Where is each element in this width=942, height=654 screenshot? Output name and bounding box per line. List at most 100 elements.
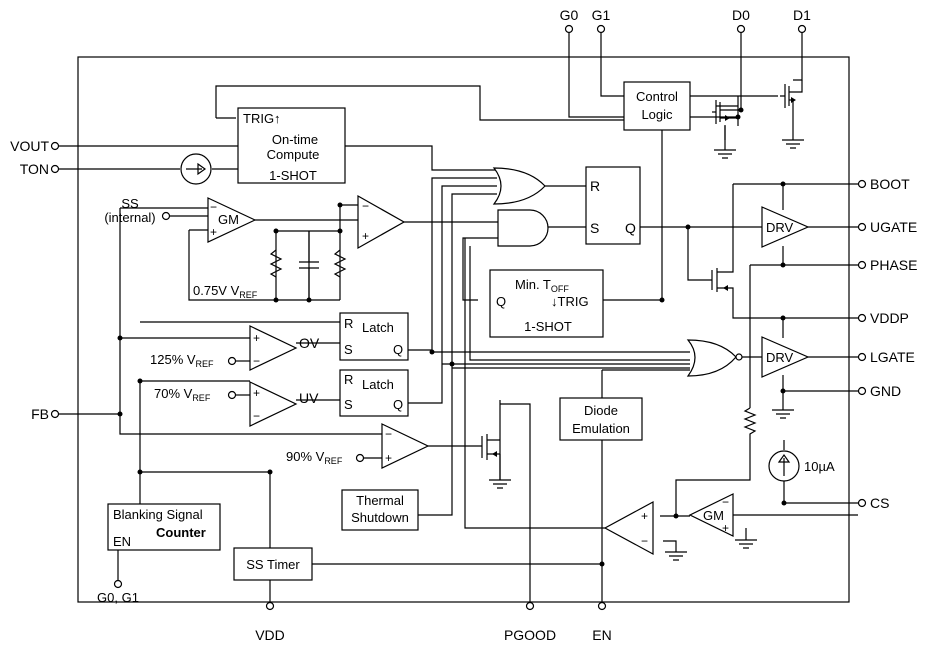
ov-latch-q: Q (393, 342, 403, 357)
pins (50, 24, 867, 611)
current-source-label: 10µA (804, 459, 835, 474)
mosfet-pgood (481, 434, 511, 489)
mosfet-d0 (712, 100, 739, 140)
uv-ref-label: 70% VREF (154, 386, 211, 403)
ov-ref-pin (227, 356, 237, 366)
min-toff-oneshot: 1-SHOT (524, 319, 572, 334)
pgood-comparator: − + (381, 423, 430, 469)
ontime-trig-label: TRIG↑ (243, 111, 281, 126)
ontime-line2: Compute (267, 147, 320, 162)
pin-cs: CS (870, 495, 889, 511)
ref-90-pin (355, 453, 365, 463)
or-gate-bottom (686, 339, 743, 377)
ss-internal-label2: (internal) (104, 210, 155, 225)
ground-icon (714, 139, 804, 159)
gm-cs-plus: + (722, 521, 729, 535)
gm-cs-amp: GM − + (688, 493, 734, 537)
blanking-counter-block: Blanking Signal Counter EN (107, 503, 221, 551)
diode-emulation-block: Diode Emulation (559, 397, 643, 441)
sr-r: R (590, 178, 600, 194)
ref-075-label: 0.75V VREF (193, 283, 258, 300)
sr-q: Q (625, 220, 636, 236)
zc-plus: + (641, 509, 648, 523)
diode-line2: Emulation (572, 421, 630, 436)
pgood-comp-minus: − (385, 427, 392, 441)
min-toff-title: Min. TOFF (515, 277, 569, 294)
pin-vddp: VDDP (870, 310, 909, 326)
uv-label: UV (299, 390, 319, 406)
pin-boot: BOOT (870, 176, 910, 192)
ic-outline (77, 56, 850, 603)
pin-fb: FB (31, 406, 49, 422)
pgood-comp-plus: + (385, 451, 392, 465)
ov-ref-label: 125% VREF (150, 352, 214, 369)
uv-latch: R Latch S Q (339, 369, 409, 417)
pin-ugate: UGATE (870, 219, 917, 235)
drv-upper: DRV (761, 206, 810, 248)
ground-icon-cs (665, 539, 757, 561)
blanking-en: EN (113, 534, 131, 549)
pwm-comp-minus: − (362, 199, 369, 213)
pin-d0: D0 (732, 7, 750, 23)
uv-ref-pin (227, 390, 237, 400)
ss-timer-block: SS Timer (233, 547, 313, 581)
thermal-line1: Thermal (356, 493, 404, 508)
ss-internal-label1: SS (121, 196, 139, 211)
thermal-shutdown-block: Thermal Shutdown (341, 489, 419, 531)
ss-timer-label: SS Timer (246, 557, 300, 572)
pwm-comp-plus: + (362, 229, 369, 243)
current-source-icon (180, 153, 212, 185)
drv-lower: DRV (761, 336, 810, 378)
thermal-line2: Shutdown (351, 510, 409, 525)
control-logic-line2: Logic (641, 107, 673, 122)
wires (58, 32, 858, 602)
ov-latch-s: S (344, 342, 353, 357)
junctions (117, 107, 787, 567)
pin-g0g1: G0, G1 (97, 590, 139, 605)
current-source-10ua: 10µA (768, 450, 835, 482)
min-toff-trig: ↓TRIG (551, 294, 589, 309)
uv-latch-q: Q (393, 397, 403, 412)
ov-latch: R Latch S Q (339, 312, 409, 361)
ov-latch-title: Latch (362, 320, 394, 335)
mosfet-d1 (780, 80, 803, 108)
ov-comp-plus: + (253, 331, 260, 345)
and-gate (497, 209, 549, 247)
ref-90-label: 90% VREF (286, 449, 343, 466)
diode-line1: Diode (584, 403, 618, 418)
rc-network (269, 231, 347, 300)
control-logic-block: Control Logic (623, 81, 691, 131)
pin-stubs (784, 502, 858, 504)
gm-plus: + (210, 225, 217, 239)
min-toff-block: Min. TOFF Q ↓TRIG 1-SHOT (489, 269, 604, 338)
phase-resistor (743, 407, 757, 440)
sr-s: S (590, 220, 599, 236)
uv-comparator: + − UV (249, 381, 319, 427)
uv-latch-r: R (344, 372, 353, 387)
drv-upper-label: DRV (766, 220, 794, 235)
blanking-line2: Counter (156, 525, 206, 540)
pin-pgood: PGOOD (504, 627, 556, 643)
or-gate-top (492, 167, 546, 205)
pin-lgate: LGATE (870, 349, 915, 365)
pin-g1: G1 (592, 7, 611, 23)
pin-vdd: VDD (255, 627, 285, 643)
blanking-line1: Blanking Signal (113, 507, 203, 522)
pin-ton: TON (20, 161, 49, 177)
ground-icon-gnd (772, 409, 794, 419)
uv-comp-minus: − (253, 409, 260, 423)
uv-latch-title: Latch (362, 377, 394, 392)
sr-latch: R S Q (585, 166, 641, 245)
gm-cs-label: GM (703, 508, 724, 523)
pin-g0: G0 (560, 7, 579, 23)
ontime-line1: On-time (272, 132, 318, 147)
ov-latch-r: R (344, 316, 353, 331)
ov-comparator: + − OV (249, 325, 320, 371)
gm-minus: − (210, 200, 217, 214)
drv-lower-label: DRV (766, 350, 794, 365)
zero-cross-comparator: + − (603, 500, 654, 556)
ov-label: OV (299, 335, 320, 351)
pin-vout: VOUT (10, 138, 49, 154)
pwm-comparator: − + (357, 194, 406, 250)
